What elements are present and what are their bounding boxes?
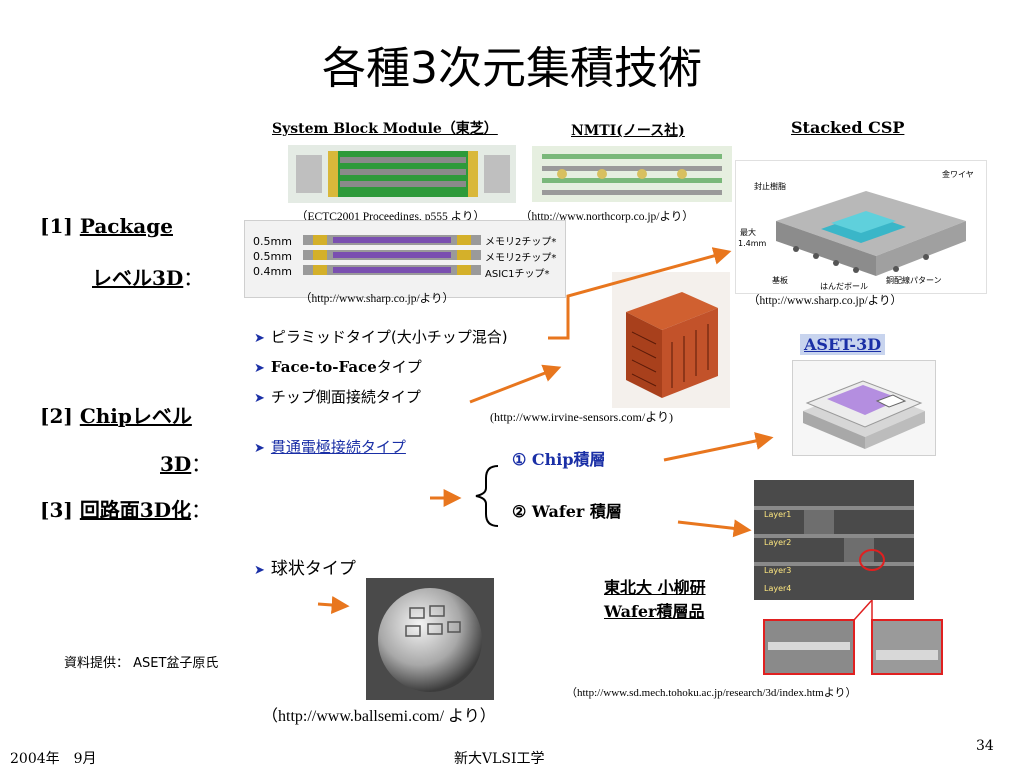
slide-title: 各種3次元集積技術 [322, 43, 702, 94]
package-level-heading: [1] Package [40, 214, 173, 238]
package-prefix: [1] [40, 214, 73, 238]
stacked-csp-source: （http://www.sharp.co.jp/より） [748, 295, 902, 307]
tohoku-image: Layer1 Layer2 Layer3 Layer4 [754, 480, 914, 600]
system-block-drawing [288, 145, 516, 203]
system-block-caption: System Block Module（東芝） [272, 121, 498, 137]
arrow-chip-to-aset [663, 432, 774, 462]
package-colon: ： [183, 266, 204, 290]
footer-course: 新大VLSI工学 [454, 751, 545, 767]
height-label: 1.4mm [738, 239, 767, 248]
page-number: 34 [976, 738, 994, 754]
bullet-pyramid: ➤ ピラミッドタイプ(大小チップ混合) [254, 326, 508, 347]
circuit-colon: ： [191, 498, 212, 522]
bullet-face-to-face: ➤ Face-to-Faceタイプ [254, 356, 422, 377]
bullet-face-to-face-bold: Face-to-Face [270, 358, 377, 376]
ballsemi-sphere-drawing [366, 578, 494, 700]
stack-label-2: メモリ2チップ* [485, 253, 557, 264]
sharp-stack-drawing [303, 235, 481, 275]
chip-word: Chipレベル [79, 404, 192, 428]
wafer-stacking-label: ② Wafer 積層 [512, 502, 622, 521]
stack-thickness-1: 0.5mm [253, 235, 292, 248]
stack-label-1: メモリ2チップ* [485, 237, 557, 248]
ballsemi-image [366, 578, 494, 700]
stack-label-3: ASIC1チップ* [485, 269, 550, 280]
chip-stacking-label: ① Chip積層 [512, 450, 606, 469]
aset-caption-box: ASET-3D [800, 334, 886, 355]
package-word: Package [79, 214, 173, 238]
circuit-prefix: [3] [40, 498, 73, 522]
chip-colon: ： [191, 452, 212, 476]
bullet-ball: ➤ 球状タイプ [254, 554, 356, 579]
tohoku-zoom-drawing [763, 600, 943, 675]
ballsemi-source: （http://www.ballsemi.com/ より） [262, 708, 496, 725]
stack-thickness-2: 0.5mm [253, 250, 292, 263]
irvine-image [612, 272, 730, 408]
arrow-wafer-to-tohoku [677, 519, 752, 538]
gold-wire-label: 金ワイヤ [942, 170, 974, 179]
tohoku-source: （http://www.sd.mech.tohoku.ac.jp/researc… [566, 687, 857, 699]
nmti-image [532, 146, 732, 202]
arrow-side-to-irvine [469, 364, 562, 404]
stacked-csp-image: 封止樹脂 金ワイヤ 最大 1.4mm 基板 はんだボール 銅配線パターン [735, 160, 987, 294]
arrow-ball [317, 595, 350, 614]
sharp-stack-source: （http://www.sharp.co.jp/より） [300, 293, 454, 305]
chip-level-sub: 3D： [160, 448, 211, 477]
footer-date: 2004年 9月 [10, 751, 97, 767]
tohoku-caption-2: Wafer積層品 [604, 602, 705, 621]
wiring-label: 銅配線パターン [886, 276, 942, 285]
credit-text: 資料提供： ASET盆子原氏 [64, 656, 219, 671]
chip-prefix: [2] [40, 404, 73, 428]
bullet-arrow-icon: ➤ [254, 391, 265, 406]
solder-ball-label: はんだボール [820, 282, 868, 291]
system-block-image [288, 145, 516, 203]
circuit-word: 回路面3D化 [79, 498, 192, 522]
package-level-3d: レベル3D [92, 266, 184, 290]
package-level-sub: レベル3D： [92, 262, 203, 291]
layer-label-4: Layer4 [764, 584, 792, 593]
aset-image [792, 360, 936, 456]
bullet-ball-text: 球状タイプ [270, 559, 356, 579]
nmti-drawing [532, 146, 732, 202]
chip-level-heading: [2] Chipレベル [40, 400, 192, 429]
sharp-stack-image: 0.5mm 0.5mm 0.4mm メモリ2チップ* メモリ2チップ* ASIC… [244, 220, 566, 298]
stacked-csp-caption: Stacked CSP [791, 118, 905, 137]
bullet-through: ➤ 貫通電極接続タイプ [254, 436, 406, 457]
aset-drawing [803, 380, 925, 449]
aset-caption: ASET-3D [804, 335, 882, 354]
tohoku-caption-1: 東北大 小柳研 [604, 578, 706, 597]
bullet-through-text: 貫通電極接続タイプ [270, 438, 406, 456]
bullet-face-to-face-rest: タイプ [376, 358, 422, 376]
circuit-level-heading: [3] 回路面3D化： [40, 494, 211, 523]
stack-thickness-3: 0.4mm [253, 265, 292, 278]
brace [475, 465, 499, 527]
bullet-arrow-icon: ➤ [254, 563, 265, 578]
layer-label-1: Layer1 [764, 510, 792, 519]
substrate-label: 基板 [772, 276, 788, 285]
bullet-arrow-icon: ➤ [254, 361, 265, 376]
bullet-side: ➤ チップ側面接続タイプ [254, 386, 421, 407]
max-label: 最大 [740, 228, 756, 237]
chip-level-3d: 3D [160, 452, 192, 476]
bullet-pyramid-text: ピラミッドタイプ(大小チップ混合) [270, 328, 508, 346]
irvine-cube-drawing [626, 292, 718, 398]
irvine-source: (http://www.irvine-sensors.com/より) [490, 410, 673, 424]
layer-label-3: Layer3 [764, 566, 792, 575]
nmti-caption: NMTI(ノース社) [571, 123, 685, 139]
bullet-arrow-icon: ➤ [254, 331, 265, 346]
tohoku-sem-drawing [754, 480, 914, 600]
seal-label: 封止樹脂 [754, 182, 786, 191]
bullet-arrow-icon: ➤ [254, 441, 265, 456]
bullet-side-text: チップ側面接続タイプ [270, 388, 421, 406]
stacked-csp-drawing [776, 191, 966, 276]
layer-label-2: Layer2 [764, 538, 792, 547]
